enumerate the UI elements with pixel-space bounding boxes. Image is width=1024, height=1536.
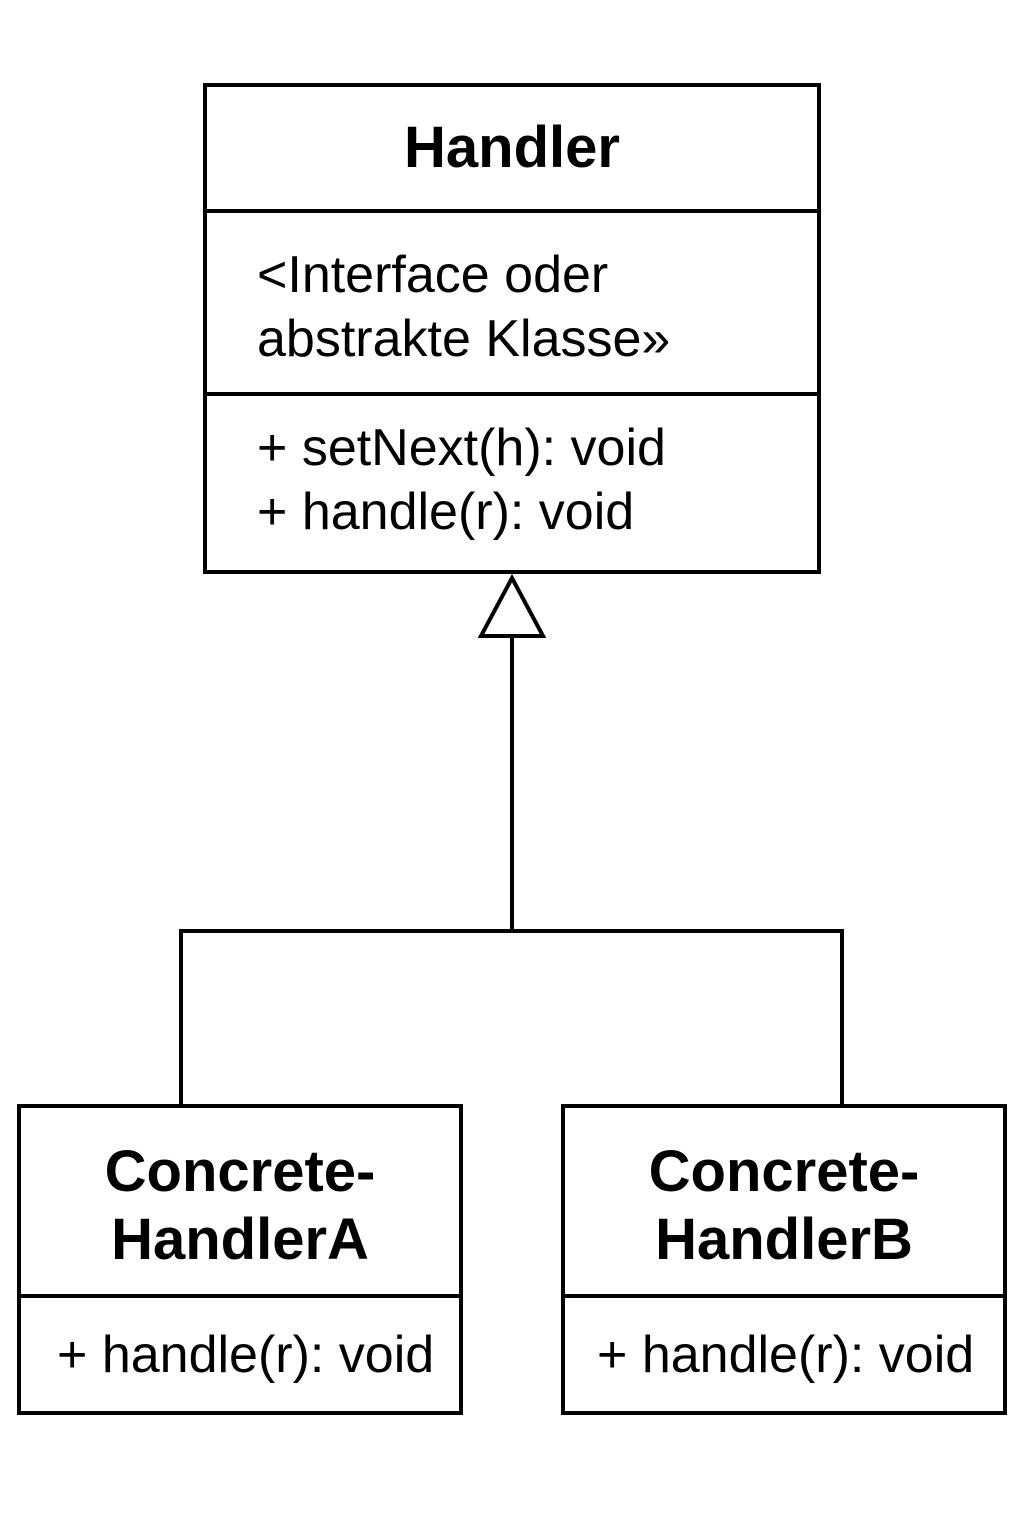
- generalization-line-b: [512, 929, 844, 1104]
- concrete-handler-a-operations-compartment: + handle(r): void: [21, 1294, 459, 1411]
- concrete-handler-a-name-line-2: HandlerA: [111, 1207, 369, 1272]
- concrete-handler-b-name-line-2: HandlerB: [655, 1207, 913, 1272]
- concrete-handler-a-class-box[interactable]: Concrete- HandlerA + handle(r): void: [17, 1104, 463, 1415]
- concrete-handler-a-name-line-1: Concrete-: [104, 1139, 376, 1204]
- concrete-handler-b-operations-compartment: + handle(r): void: [565, 1294, 1003, 1411]
- concrete-handler-b-name-compartment: Concrete- HandlerB: [565, 1108, 1003, 1294]
- handler-class-name: Handler: [404, 115, 620, 180]
- concrete-handler-b-class-box[interactable]: Concrete- HandlerB + handle(r): void: [561, 1104, 1007, 1415]
- handler-stereotype-line-1: <Interface oder: [257, 246, 609, 304]
- concrete-handler-a-operation-handle: + handle(r): void: [57, 1325, 435, 1384]
- concrete-handler-b-class-name: Concrete- HandlerB: [649, 1128, 920, 1274]
- generalization-line-a: [179, 636, 514, 1104]
- handler-stereotype-compartment: <Interface oder abstrakte Klasse»: [207, 209, 817, 392]
- concrete-handler-b-name-line-1: Concrete-: [648, 1139, 920, 1204]
- generalization-arrowhead: [477, 573, 547, 638]
- handler-name-compartment: Handler: [207, 87, 817, 209]
- handler-operations-compartment: + setNext(h): void + handle(r): void: [207, 392, 817, 570]
- concrete-handler-a-name-compartment: Concrete- HandlerA: [21, 1108, 459, 1294]
- handler-class-box[interactable]: Handler <Interface oder abstrakte Klasse…: [203, 83, 821, 574]
- handler-operation-setnext: + setNext(h): void: [257, 419, 666, 477]
- concrete-handler-a-class-name: Concrete- HandlerA: [105, 1128, 376, 1274]
- handler-operation-handle: + handle(r): void: [257, 483, 635, 541]
- handler-stereotype-line-2: abstrakte Klasse»: [257, 310, 671, 368]
- concrete-handler-b-operation-handle: + handle(r): void: [597, 1325, 975, 1384]
